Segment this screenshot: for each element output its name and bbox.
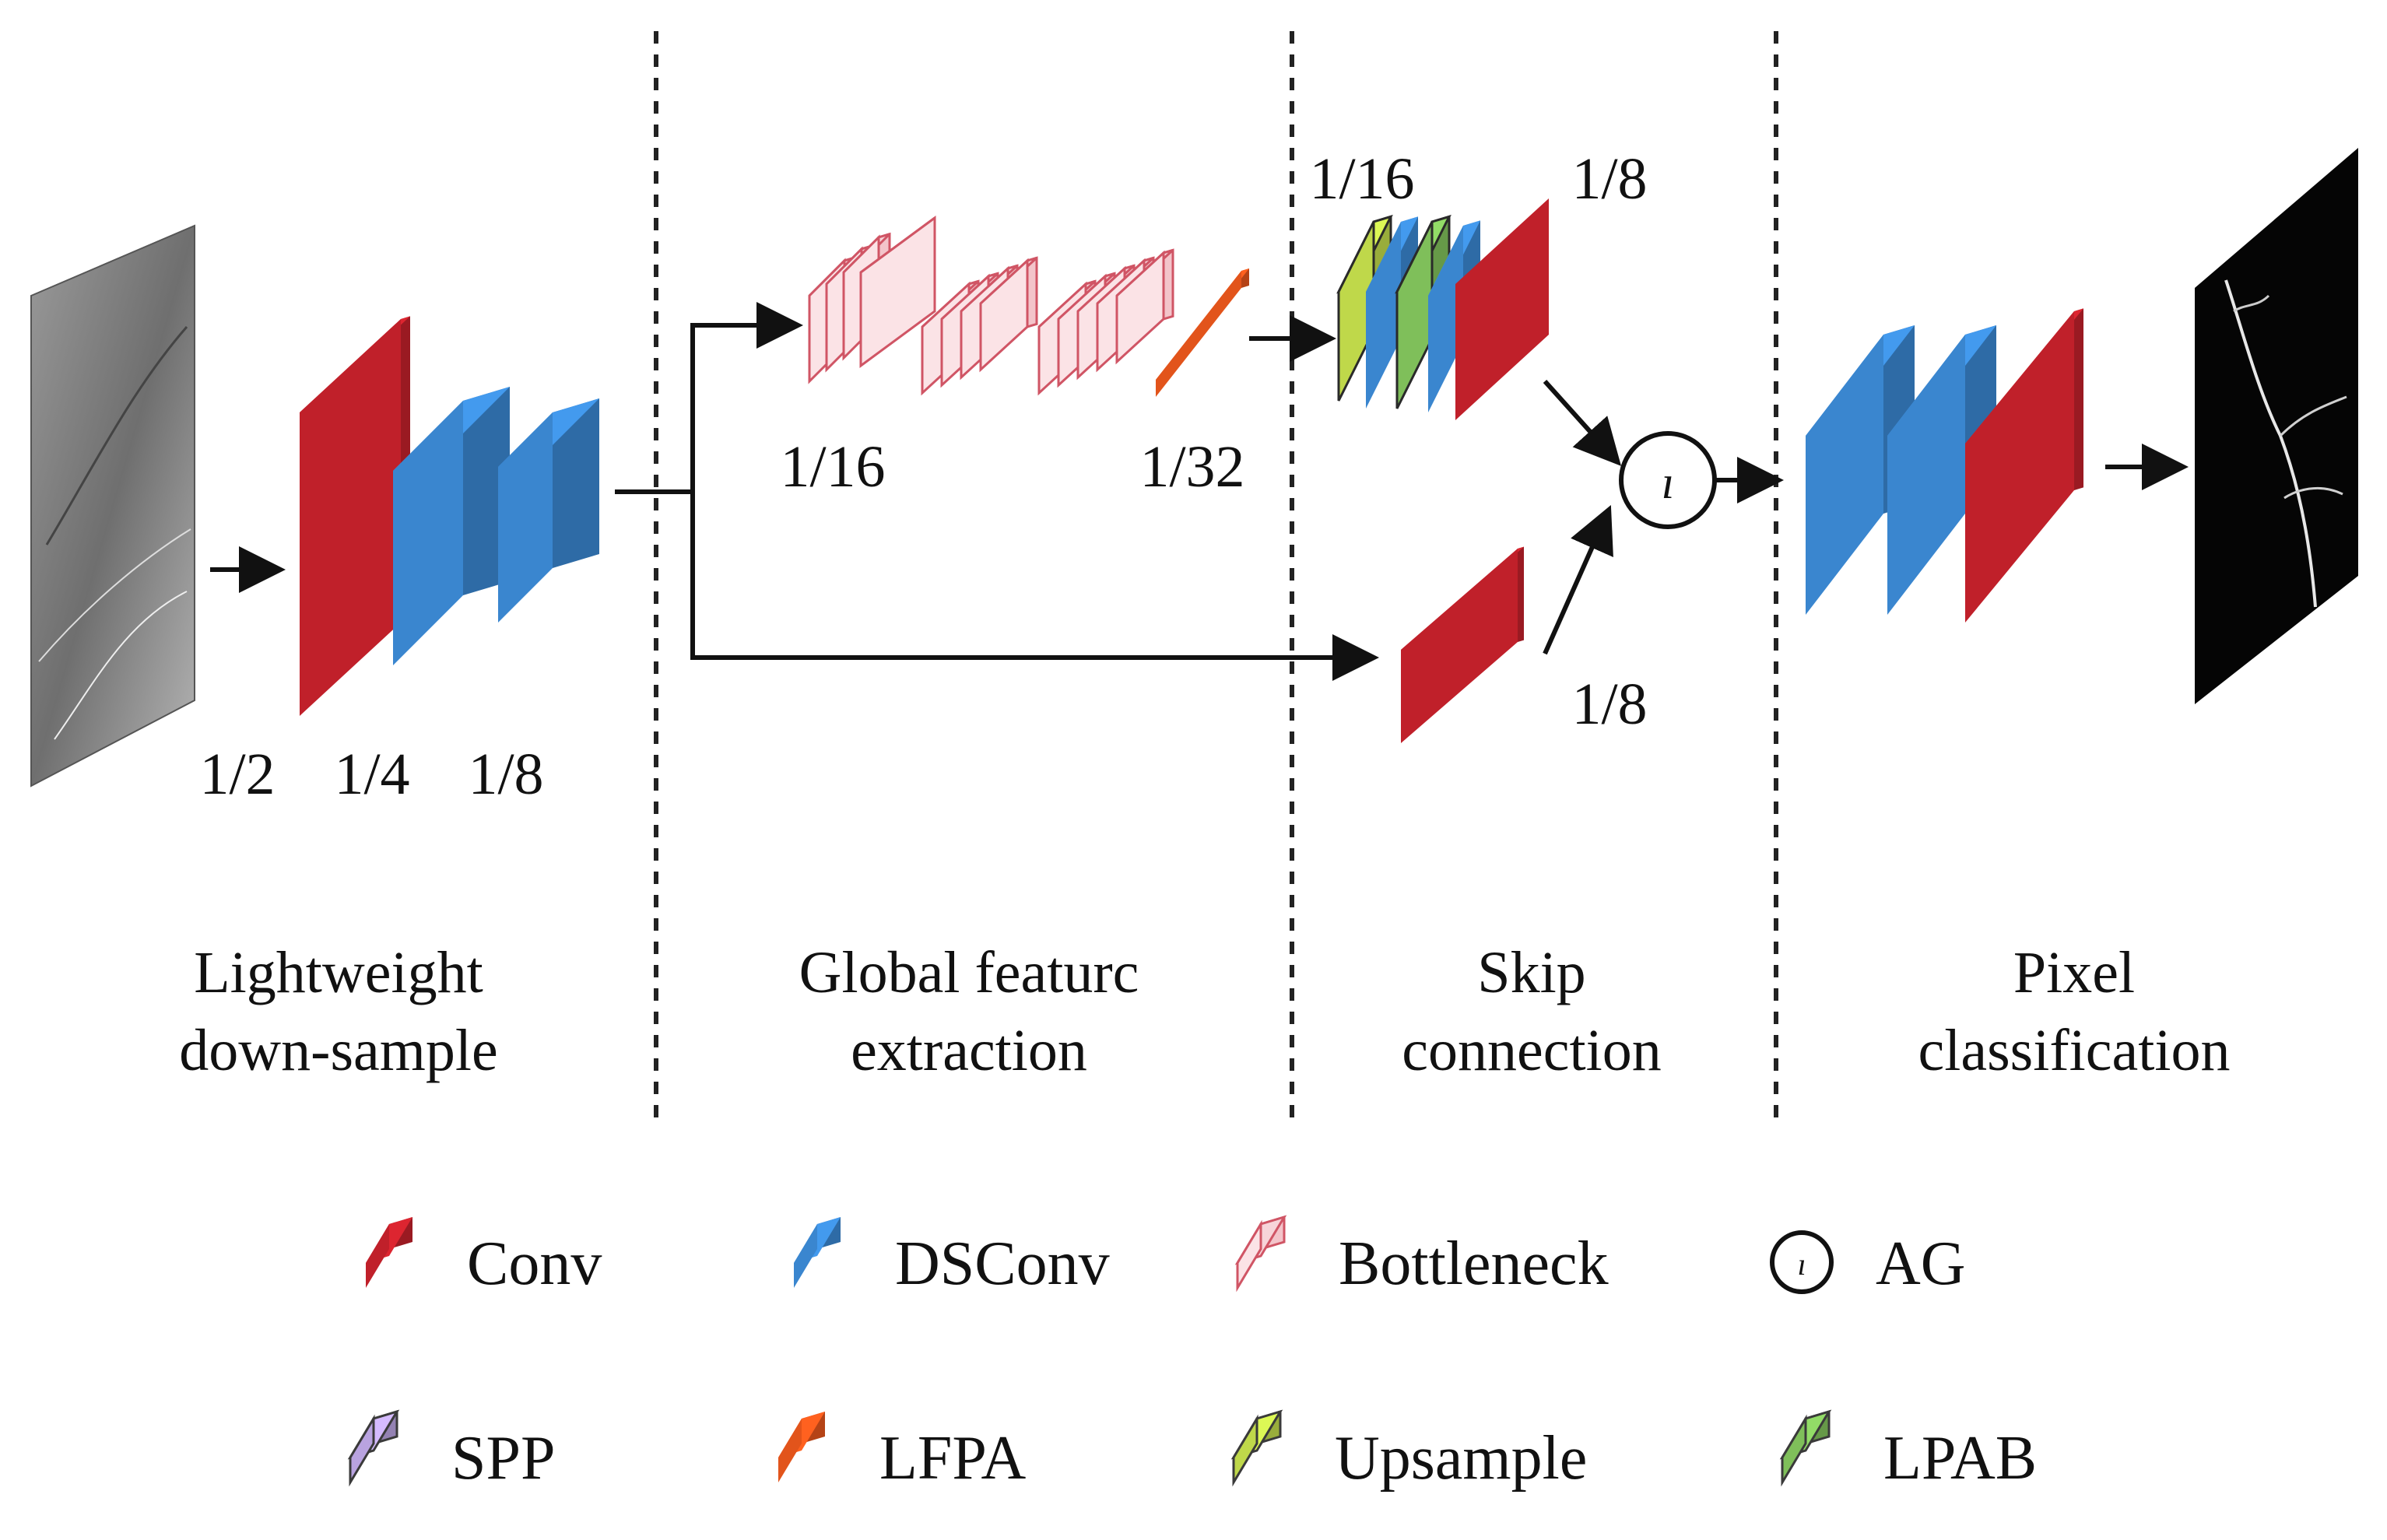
- skip-bottom-to-ag-arrow: [1543, 505, 1613, 655]
- dsconv-block-downsample-1: [393, 387, 510, 665]
- conv-block-class: [1965, 308, 2083, 623]
- legend-item-lfpa: LFPA: [778, 1412, 1027, 1493]
- legend-item-bottleneck: Bottleneck: [1234, 1215, 1609, 1298]
- global-feature-blocks: [808, 216, 1249, 397]
- legend-label-bottleneck: Bottleneck: [1339, 1230, 1609, 1298]
- legend-label-ag: AG: [1876, 1230, 1966, 1298]
- legend-label-lfpa: LFPA: [879, 1424, 1027, 1493]
- conv-block-skip-bottom: [1401, 546, 1524, 743]
- conv-block-icon: [366, 1217, 412, 1288]
- downsample-blocks: [300, 316, 599, 716]
- legend-label-conv: Conv: [467, 1230, 602, 1298]
- scale-label-global-1-32: 1/32: [1139, 434, 1244, 500]
- stage-titles: Lightweight down-sample Global featurc e…: [179, 940, 2230, 1083]
- connectors: [615, 302, 2189, 681]
- attention-gate: ı: [1619, 431, 1717, 529]
- conv-block-icon-shape: [366, 1217, 412, 1288]
- legend-item-spp: SPP: [347, 1409, 555, 1493]
- input-image: [30, 224, 195, 788]
- legend-label-spp: SPP: [451, 1424, 555, 1493]
- svg-text:ı: ı: [1662, 457, 1675, 508]
- stage-separators: [654, 31, 1778, 1121]
- lpab-block-icon: [1779, 1409, 1832, 1487]
- attention-gate-icon: ı: [1770, 1230, 1834, 1294]
- bottleneck-block-icon: [1234, 1215, 1287, 1293]
- stage-title-global-line1: Global featurc: [799, 940, 1139, 1005]
- stage-title-skip-line1: Skip: [1477, 940, 1585, 1005]
- lfpa-block-icon-shape: [778, 1412, 825, 1482]
- stage-title-global-line2: extraction: [851, 1018, 1087, 1083]
- lpab-block-icon-shape: [1779, 1409, 1832, 1487]
- bottleneck-block-stack2-4: [979, 256, 1038, 373]
- scale-label-skip-1-8-bottom: 1/8: [1571, 672, 1647, 737]
- scale-label-1-2: 1/2: [199, 742, 275, 807]
- svg-text:ı: ı: [1797, 1247, 1806, 1282]
- legend-label-dsconv: DSConv: [895, 1230, 1110, 1298]
- dsconv-block-downsample-2: [498, 398, 599, 623]
- branch-to-skip-arrow: [690, 492, 1379, 681]
- skip-top-to-ag-arrow: [1543, 379, 1622, 466]
- stage-title-pixel-line2: classification: [1918, 1018, 2231, 1083]
- legend-label-upsample: Upsample: [1335, 1424, 1587, 1493]
- stage-title-downsample-line2: down-sample: [179, 1018, 497, 1083]
- legend-item-conv: Conv: [366, 1217, 602, 1298]
- output-segmentation: [2195, 148, 2358, 704]
- bottleneck-block-stack1-front: [859, 216, 936, 368]
- stage-title-downsample-line1: Lightweight: [194, 940, 483, 1005]
- conv-block-skip-top: [1455, 198, 1549, 420]
- dsconv-block-icon-shape: [794, 1217, 841, 1288]
- stage-title-pixel-line1: Pixel: [2013, 940, 2135, 1005]
- stage-title-skip-line2: connection: [1402, 1018, 1661, 1083]
- scale-label-skip-1-16: 1/16: [1309, 146, 1414, 212]
- spp-block-icon: [347, 1409, 400, 1487]
- legend-item-upsample: Upsample: [1230, 1409, 1587, 1493]
- scale-label-global-1-16: 1/16: [780, 434, 885, 500]
- upsample-block-icon: [1230, 1409, 1283, 1487]
- skip-blocks: [1336, 198, 1549, 743]
- legend-item-ag: ı AG: [1770, 1230, 1966, 1298]
- bottleneck-block-icon-shape: [1234, 1215, 1287, 1293]
- scale-label-1-8: 1/8: [468, 742, 543, 807]
- upsample-block-icon-shape: [1230, 1409, 1283, 1487]
- classification-blocks: [1806, 308, 2083, 623]
- branch-to-global-arrow: [615, 302, 803, 494]
- legend-label-lpab: LPAB: [1883, 1424, 2037, 1493]
- scale-labels: 1/2 1/4 1/8 1/16 1/32 1/16 1/8 1/8: [199, 146, 1647, 807]
- lfpa-block: [1156, 268, 1249, 397]
- scale-label-1-4: 1/4: [334, 742, 409, 807]
- bottleneck-block-stack3-5: [1115, 248, 1174, 365]
- scale-label-skip-1-8-top: 1/8: [1571, 146, 1647, 212]
- spp-block-icon-shape: [347, 1409, 400, 1487]
- legend: Conv DSConv Bottleneck ı AG SPP LFPA Upsample LP…: [347, 1215, 2037, 1493]
- legend-item-dsconv: DSConv: [794, 1217, 1110, 1298]
- dsconv-block-icon: [794, 1217, 841, 1288]
- lfpa-block-icon: [778, 1412, 825, 1482]
- legend-item-lpab: LPAB: [1779, 1409, 2037, 1493]
